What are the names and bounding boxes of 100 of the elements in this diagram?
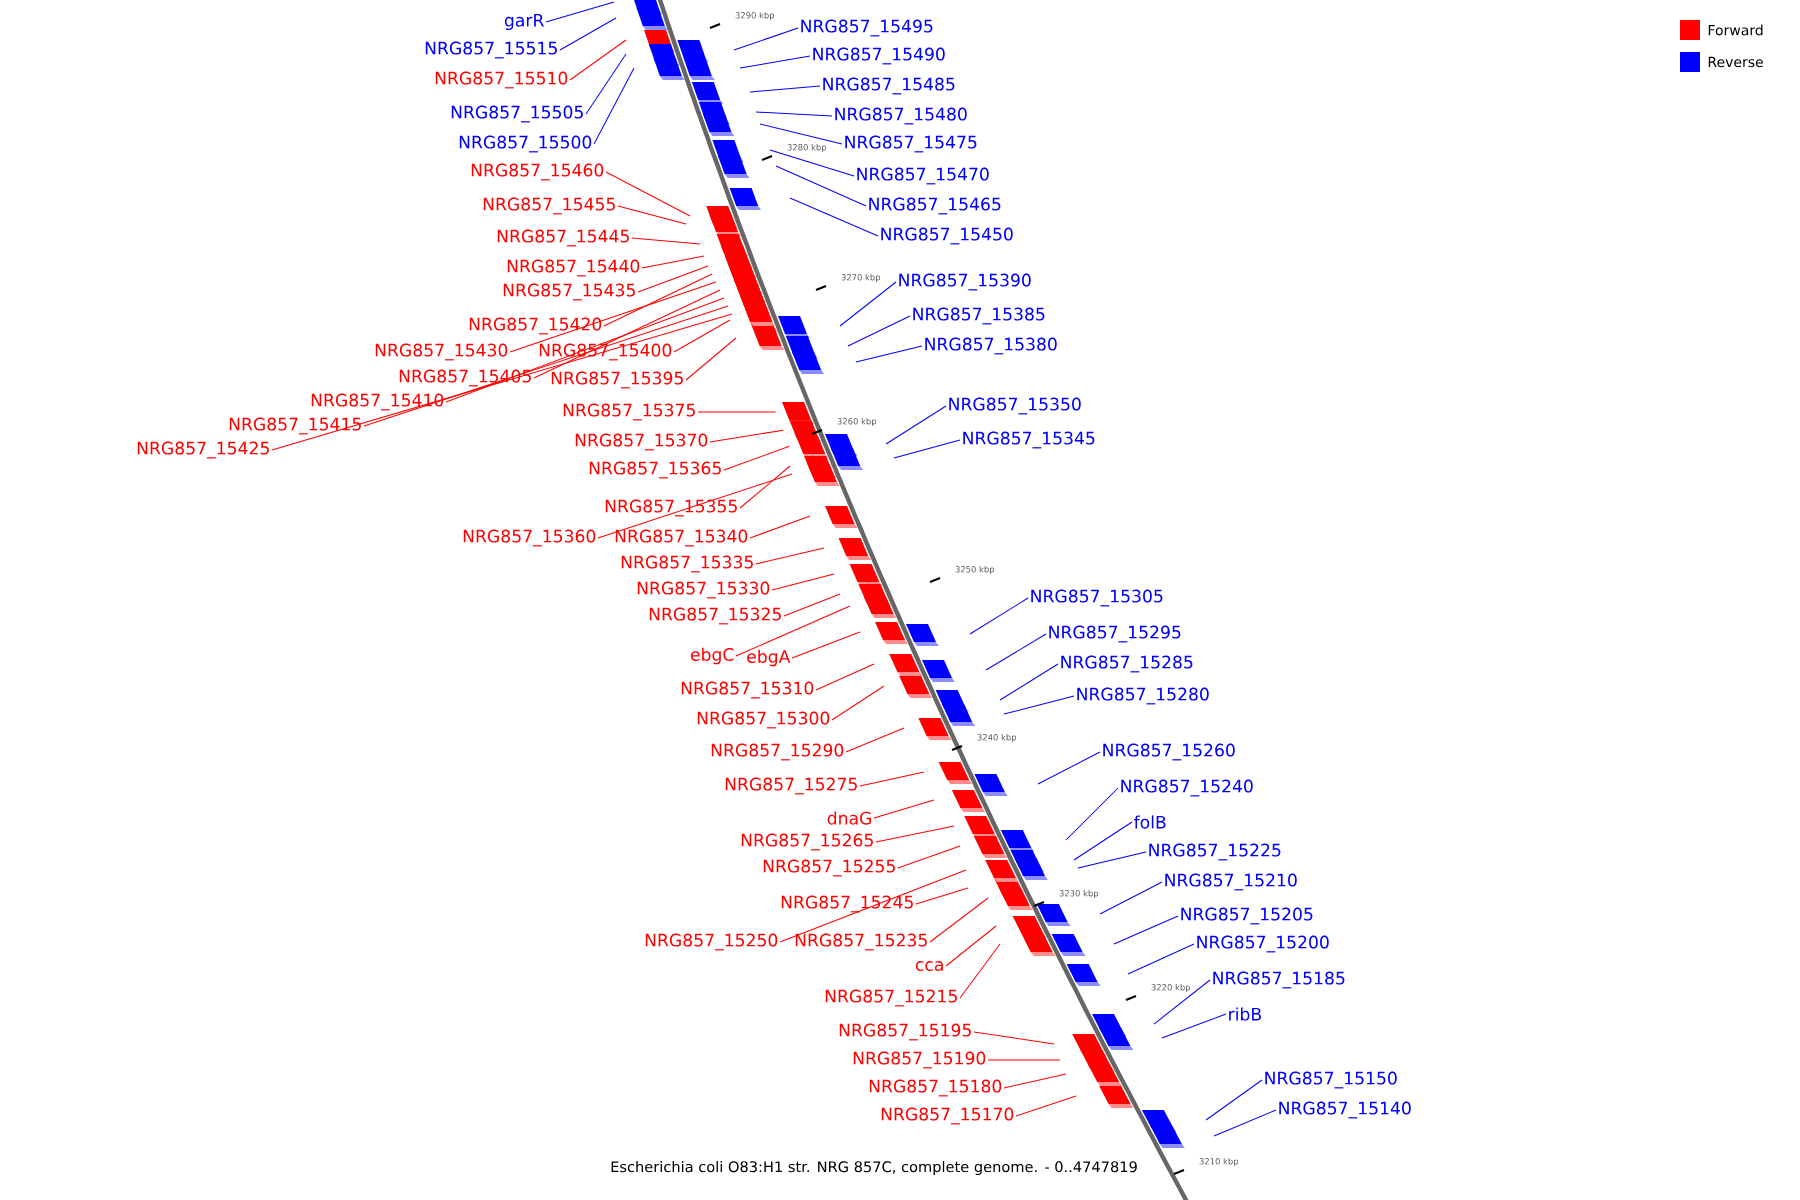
gene-label: NRG857_15460 (471, 163, 604, 181)
gene-label: NRG857_15480 (835, 107, 967, 125)
gene-label: cca (915, 961, 943, 971)
gene-label: NRG857_15280 (1077, 687, 1209, 705)
leader-line (697, 411, 777, 413)
leader-line (969, 597, 1029, 635)
gene-label: NRG857_15490 (813, 47, 945, 65)
gene-label: NRG857_15375 (563, 403, 695, 421)
gene-label: NRG857_15435 (503, 283, 635, 301)
gene-label: NRG857_15150 (1265, 1071, 1397, 1089)
gene-label: ebgC (690, 647, 734, 665)
gene-label: NRG857_15390 (899, 273, 1031, 291)
leader-line (915, 887, 969, 905)
gene-label: NRG857_15295 (1049, 625, 1181, 643)
gene-label: NRG857_15385 (913, 307, 1045, 325)
leader-line (859, 771, 925, 787)
gene-label: NRG857_15510 (435, 71, 568, 89)
gene-label: NRG857_15305 (1031, 589, 1163, 607)
leader-line (755, 111, 833, 117)
leader-line (771, 573, 835, 591)
gene-label: NRG857_15215 (825, 989, 957, 1007)
gene-label: NRG857_15365 (589, 461, 721, 479)
gene-label: NRG857_15205 (1181, 907, 1313, 925)
leader-line (1003, 695, 1075, 715)
gene-label: NRG857_15310 (681, 681, 814, 699)
leader-line (1153, 979, 1211, 1025)
leader-line (789, 197, 879, 237)
leader-line (735, 605, 851, 657)
leader-line (791, 631, 861, 659)
leader-line (271, 313, 733, 451)
leader-line (815, 663, 875, 691)
gene-label: NRG857_15350 (949, 397, 1081, 415)
leader-line (1113, 915, 1179, 945)
leader-line (759, 123, 843, 145)
gene-label: NRG857_15415 (229, 417, 361, 435)
gene-label: NRG857_15380 (925, 337, 1057, 355)
gene-label: NRG857_15470 (857, 167, 989, 185)
leader-line (873, 799, 935, 819)
leader-line (897, 845, 961, 869)
gene-label: NRG857_15140 (1279, 1101, 1411, 1119)
gene-label: NRG857_15455 (483, 197, 615, 215)
leader-line (847, 315, 911, 347)
leader-line (973, 1031, 1055, 1045)
gene-label: NRG857_15475 (845, 135, 977, 153)
gene-label: NRG857_15335 (621, 555, 753, 573)
gene-label: NRG857_15325 (649, 607, 781, 625)
leader-line (1037, 751, 1101, 785)
leader-line (603, 273, 713, 327)
gene-label: NRG857_15440 (507, 259, 640, 277)
gene-label: NRG857_15340 (615, 529, 748, 547)
gene-label: NRG857_15300 (697, 711, 830, 729)
leader-line (585, 53, 627, 115)
gene-label: NRG857_15210 (1165, 873, 1297, 891)
gene-label: NRG857_15370 (575, 433, 708, 451)
leader-line (783, 593, 841, 617)
gene-label: NRG857_15395 (551, 371, 683, 389)
leader-line (1213, 1109, 1277, 1137)
leader-line (733, 27, 799, 51)
gene-label: NRG857_15255 (763, 859, 895, 877)
gene-label: dnaG (827, 811, 871, 825)
leader-line (1073, 821, 1133, 861)
gene-label: folB (1134, 815, 1166, 829)
leader-line (559, 17, 617, 51)
leader-line (509, 281, 717, 353)
gene-label: NRG857_15500 (459, 135, 592, 153)
leader-line (855, 345, 923, 363)
leader-line (839, 281, 897, 327)
gene-label: NRG857_15250 (645, 933, 778, 951)
leader-line (749, 85, 821, 93)
leader-line (885, 405, 947, 445)
gene-label: garR (504, 13, 544, 31)
leader-line (1099, 881, 1163, 915)
gene-label: NRG857_15190 (853, 1051, 986, 1069)
gene-label: NRG857_15505 (451, 105, 583, 123)
leader-line (1161, 1013, 1227, 1039)
leader-line (685, 337, 737, 381)
gene-label: NRG857_15200 (1197, 935, 1329, 953)
gene-label: NRG857_15260 (1103, 743, 1235, 761)
leader-line (723, 445, 790, 471)
leader-line (1003, 1073, 1067, 1089)
leader-line (775, 165, 867, 207)
leader-line (363, 305, 729, 427)
leader-line (755, 547, 825, 565)
leader-line (605, 171, 691, 217)
gene-label: ebgA (747, 649, 791, 667)
leader-line (673, 319, 731, 353)
leader-line (945, 925, 997, 967)
leader-line (769, 149, 855, 177)
leader-line (1077, 851, 1147, 869)
leader-line (641, 255, 705, 269)
leader-line (831, 685, 885, 721)
gene-label: NRG857_15170 (881, 1107, 1014, 1125)
leader-line (893, 439, 961, 459)
leader-line (1065, 787, 1119, 841)
gene-label: NRG857_15240 (1121, 779, 1253, 797)
gene-label: NRG857_15195 (839, 1023, 971, 1041)
leader-line (617, 205, 687, 225)
leader-line (445, 297, 725, 403)
leader-line (739, 465, 791, 509)
gene-label: NRG857_15330 (637, 581, 770, 599)
